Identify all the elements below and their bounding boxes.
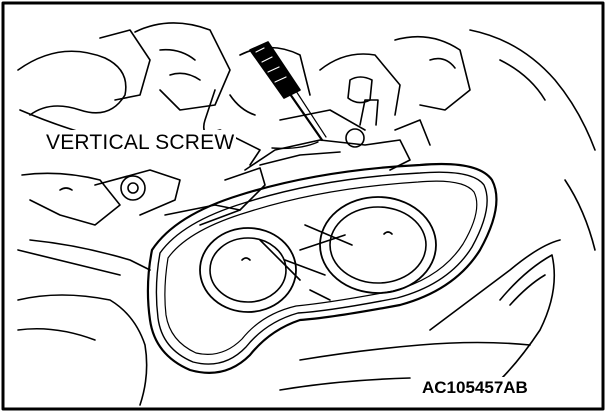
headlamp-housing [146,162,498,374]
screwdriver [249,41,327,142]
engine-bay-parts [17,22,596,276]
headlamp-bracket [164,139,411,226]
headlamp-reflectors [199,196,437,313]
vertical-screw-label: VERTICAL SCREW [44,130,237,156]
callout-leader [271,141,319,150]
front-fascia [17,179,596,406]
figure-id-label: AC105457AB [420,377,530,399]
